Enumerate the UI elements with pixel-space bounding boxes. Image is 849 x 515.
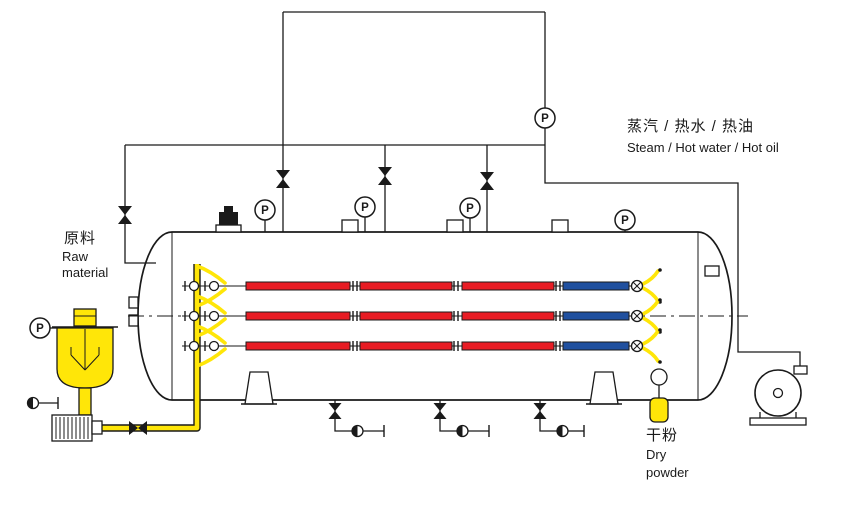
- rotary-joint: [208, 310, 220, 322]
- pressure-gauge-4: P: [614, 209, 636, 231]
- gauge-label: P: [261, 205, 269, 217]
- label-raw-material-cn: 原料: [64, 230, 96, 247]
- vacuum-pump-hub: [772, 387, 784, 399]
- discharge-spout: [649, 397, 669, 423]
- vapor-nozzle-3: [551, 219, 569, 233]
- vacuum-pump-base: [749, 417, 807, 426]
- heating-tube-red: [461, 341, 555, 351]
- diagram-labels: 蒸汽 / 热水 / 热油 Steam / Hot water / Hot oil…: [62, 118, 779, 480]
- label-dry-powder-en2: powder: [646, 465, 689, 480]
- label-raw-material-en1: Raw: [62, 249, 89, 264]
- rotary-joint: [208, 280, 220, 292]
- pressure-gauge-3: P: [459, 197, 481, 219]
- return-hose: [641, 269, 660, 286]
- tank-agitator-motor: [73, 308, 97, 327]
- gauge-label: P: [36, 323, 44, 335]
- valve-steam-3: [480, 172, 494, 190]
- heating-tube-blue: [562, 341, 630, 351]
- vacuum-pump: [749, 365, 808, 426]
- label-raw-material-en2: material: [62, 265, 108, 280]
- dry-powder-discharge: [649, 368, 669, 423]
- heating-tube-red: [359, 341, 453, 351]
- rotary-joint: [188, 340, 200, 352]
- pump-discharge-flange: [91, 420, 103, 435]
- heating-tube-red: [359, 311, 453, 321]
- heating-tube-red: [245, 341, 351, 351]
- left-head-flange-lower: [128, 314, 139, 327]
- heating-tube-row-3: [182, 324, 662, 368]
- agitator-drive-motor: [215, 206, 242, 233]
- left-supply-branch: [124, 145, 156, 264]
- condensate-drain-2: [439, 400, 490, 438]
- valve-feed: [129, 421, 147, 435]
- feed-hose: [195, 294, 227, 315]
- tank-agitator: [70, 329, 100, 371]
- valve-left-branch: [118, 206, 132, 224]
- right-head-nozzle: [704, 265, 720, 277]
- gauge-label: P: [621, 215, 629, 227]
- pressure-gauge-feed: P: [29, 317, 51, 339]
- steam-piping: [50, 11, 801, 371]
- vacuum-pump-inlet-flange: [793, 365, 808, 375]
- return-hose: [641, 346, 660, 363]
- heating-tube-red: [461, 281, 555, 291]
- discharge-valve-wheel: [650, 368, 668, 386]
- heating-tube-blue: [562, 311, 630, 321]
- condensate-drain-1: [334, 400, 385, 438]
- label-dry-powder-cn: 干粉: [646, 427, 678, 444]
- pressure-gauge-supply: P: [534, 107, 556, 129]
- heating-tube-row-2: [182, 294, 662, 338]
- tank-drain: [26, 396, 59, 410]
- feed-hose: [195, 287, 227, 308]
- vapor-nozzle-2: [446, 219, 464, 233]
- feed-pump: [51, 414, 103, 442]
- rotary-joint: [208, 340, 220, 352]
- feed-hose: [195, 324, 227, 345]
- label-supply-cn: 蒸汽 / 热水 / 热油: [627, 118, 754, 135]
- return-hose: [641, 329, 660, 346]
- feed-hose: [195, 264, 227, 285]
- rotary-joint: [188, 280, 200, 292]
- heating-tube-blue: [562, 281, 630, 291]
- left-head-flange-upper: [128, 296, 139, 309]
- heating-tube-red: [245, 311, 351, 321]
- gauge-label: P: [361, 202, 369, 214]
- condensate-drain-3: [539, 400, 585, 438]
- gauge-label: P: [466, 203, 474, 215]
- valve-steam-2: [378, 167, 392, 185]
- dryer-vessel: [128, 206, 733, 401]
- heating-tube-row-1: [182, 264, 662, 308]
- vapor-nozzle-1: [341, 219, 359, 233]
- support-saddle-left: [241, 371, 277, 405]
- label-supply-en: Steam / Hot water / Hot oil: [627, 140, 779, 155]
- raw-material-tank: [52, 308, 118, 416]
- heating-tube-red: [359, 281, 453, 291]
- rotary-joint: [188, 310, 200, 322]
- feed-hose: [195, 347, 227, 368]
- valve-steam-1: [276, 170, 290, 188]
- gauge-label: P: [541, 113, 549, 125]
- pressure-gauge-1: P: [254, 199, 276, 221]
- tank-outlet: [78, 387, 92, 416]
- label-dry-powder-en1: Dry: [646, 447, 667, 462]
- support-saddle-right: [586, 371, 622, 405]
- vacuum-line: [544, 12, 801, 371]
- return-hose: [641, 299, 660, 316]
- heating-tube-red: [461, 311, 555, 321]
- pressure-gauge-2: P: [354, 196, 376, 218]
- heating-tube-red: [245, 281, 351, 291]
- feed-hose: [195, 317, 227, 338]
